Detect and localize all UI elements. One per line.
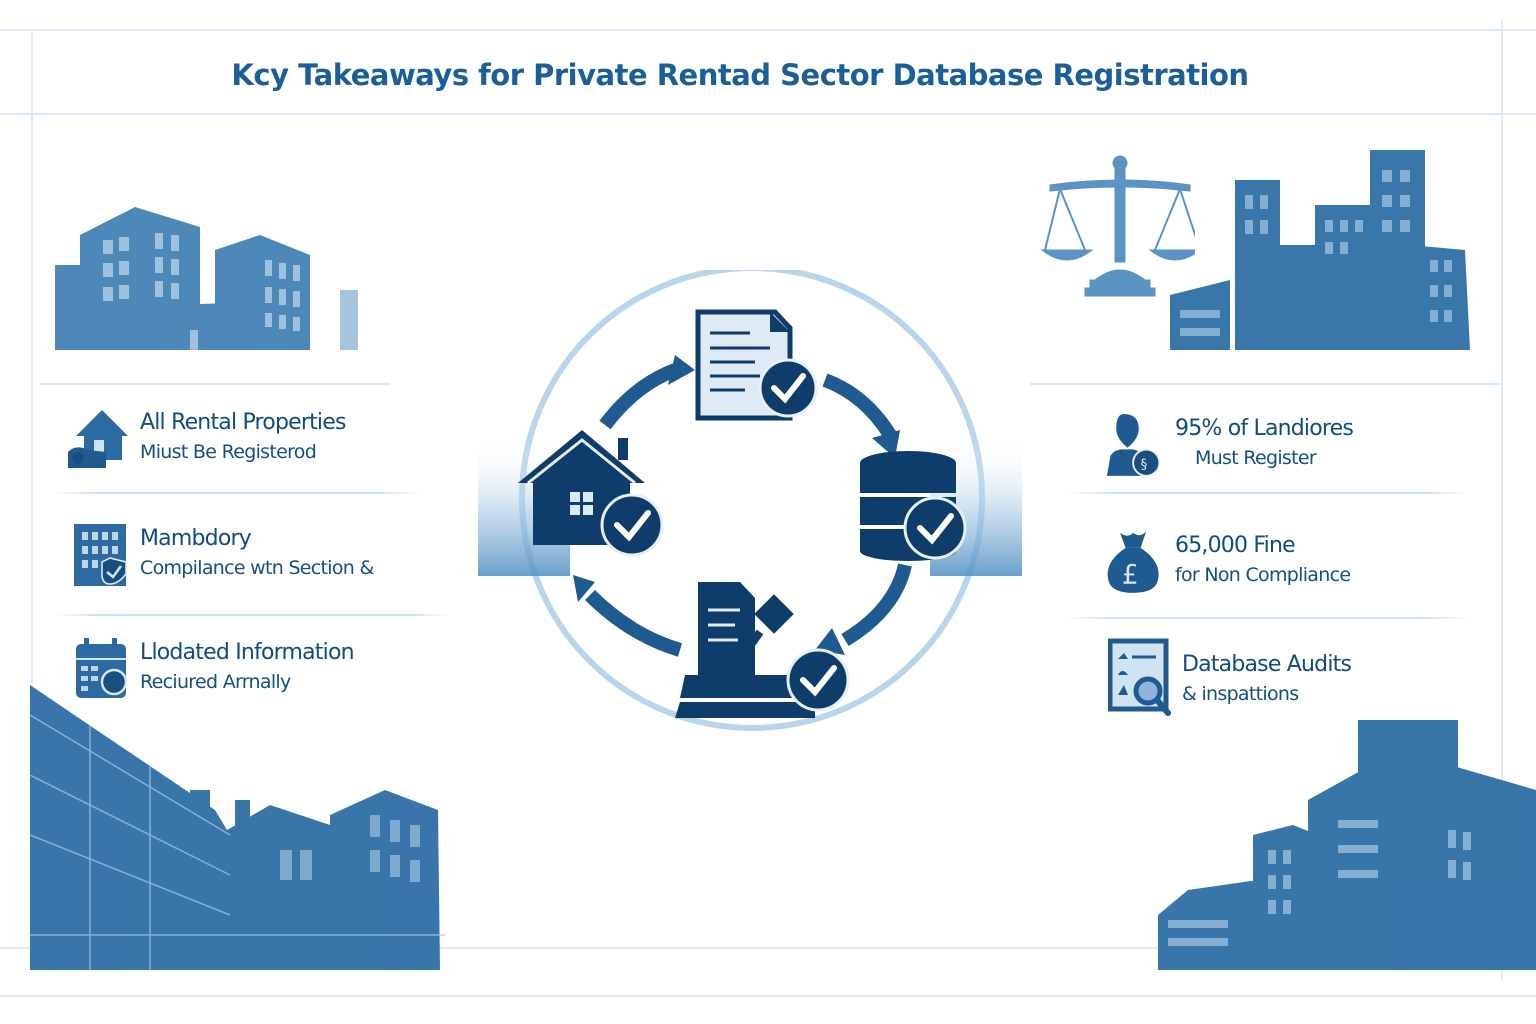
legal-documents-gavel-check-icon [675,582,850,718]
takeaway-item-fine: £ 65,000 Fine for Non Compliance [1105,525,1351,595]
frame-line-title-bottom [0,113,1536,115]
frame-line-right [1501,20,1503,980]
svg-text:£: £ [1122,560,1139,590]
item-title: 65,000 Fine [1175,533,1296,558]
document-check-icon [695,309,818,421]
item-title: All Rental Properties [140,410,346,435]
separator [55,492,420,494]
item-title: Llodated Information [140,640,355,665]
office-complex-illustration [1158,720,1536,970]
building-shield-icon [74,524,127,586]
office-buildings-illustration [1170,150,1470,350]
apartment-buildings-illustration [55,207,358,350]
separator [1068,492,1468,494]
frame-line-left [31,29,33,969]
separator [55,614,450,616]
item-subtitle: Miust Be Registerod [140,441,317,463]
item-title: Database Audits [1182,652,1352,677]
frame-line-top [0,29,1536,31]
audit-checklist-magnifier-icon [1108,638,1171,716]
takeaway-item-audits: Database Audits & inspattions [1108,638,1352,720]
frame-line-bottom-1 [0,947,1536,949]
database-check-icon [860,451,967,561]
registration-cycle-diagram [478,270,1022,731]
separator [1068,617,1468,619]
item-title: Mambdory [140,526,252,551]
building-perspective-illustration [30,685,445,970]
item-subtitle: Compilance wtn Section & [140,557,374,579]
cycle-arrows [585,363,912,657]
frame-line-bottom-2 [0,995,1536,997]
money-bag-pound-icon: £ [1107,530,1159,593]
takeaway-item-landlords: § 95% of Landiores Must Register [1105,408,1354,478]
item-subtitle: Must Register [1195,447,1317,469]
frame-line-mid-left [40,383,390,385]
house-check-icon [518,430,664,557]
takeaway-item-annual-update: Llodated Information Reciured Arrnally [66,632,355,702]
house-key-icon [68,410,128,468]
page-title: Kcy Takeaways for Private Rentad Sector … [231,58,1249,92]
frame-line-mid-right [1030,383,1500,385]
item-title: 95% of Landiores [1175,416,1354,441]
landlord-person-icon: § [1106,413,1161,477]
item-subtitle: Reciured Arrnally [140,671,291,693]
scales-of-justice-icon [1040,155,1195,297]
item-subtitle: & inspattions [1182,683,1299,705]
takeaway-item-compliance: Mambdory Compilance wtn Section & [66,518,374,588]
svg-text:§: § [1141,457,1148,472]
calendar-clock-icon [76,638,128,698]
takeaway-item-registration: All Rental Properties Miust Be Registero… [66,402,346,472]
item-subtitle: for Non Compliance [1175,564,1351,586]
